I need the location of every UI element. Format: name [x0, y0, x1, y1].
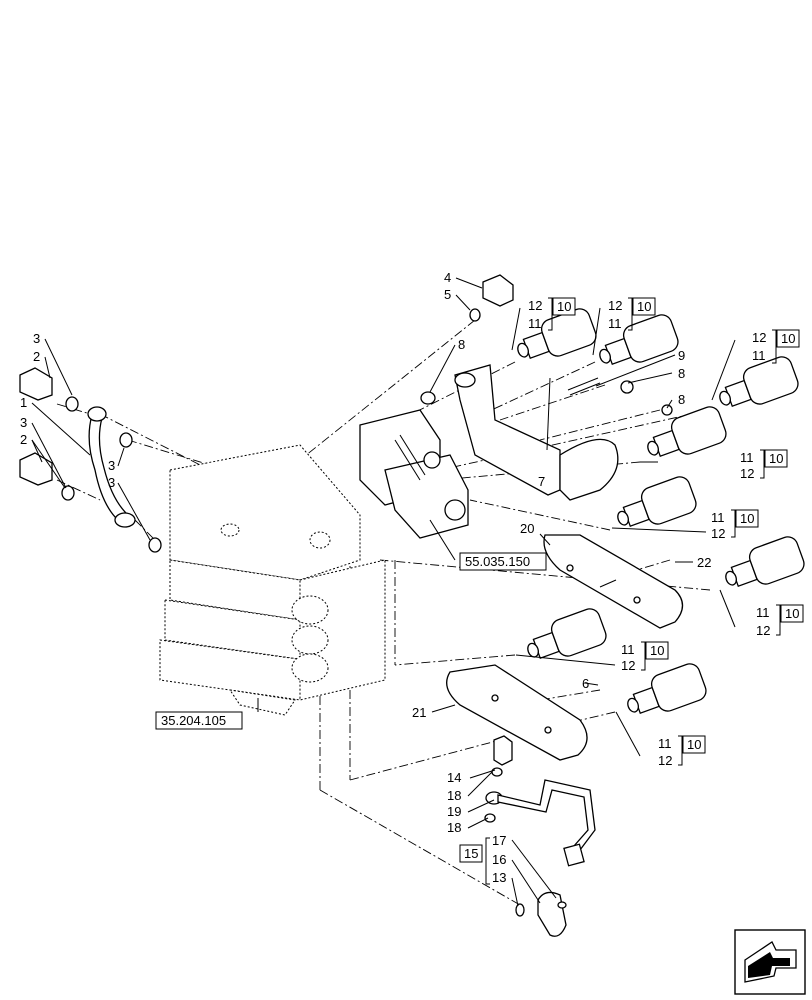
pipe-part-19: [484, 735, 596, 937]
callout-11: 11: [711, 510, 725, 525]
callout-8: 8: [678, 366, 685, 381]
callouts: 3 2 1 3 2 3 3 4 5 8 9 8 8 7 12 11 10 12 …: [20, 270, 799, 885]
reference-boxes: [155, 297, 804, 863]
callout-17: 17: [492, 833, 506, 848]
plug-part-4: [469, 274, 514, 322]
callout-9: 9: [678, 348, 685, 363]
callout-1: 1: [20, 395, 27, 410]
callout-12: 12: [621, 658, 635, 673]
callout-11: 11: [608, 316, 622, 331]
callout-2: 2: [20, 432, 27, 447]
pipe-part-1: [87, 406, 136, 528]
callout-5: 5: [444, 287, 451, 302]
callout-15: 15: [464, 846, 478, 861]
callout-10: 10: [650, 643, 664, 658]
callout-3: 3: [108, 458, 115, 473]
callout-19: 19: [447, 804, 461, 819]
callout-12: 12: [608, 298, 622, 313]
callout-12: 12: [740, 466, 754, 481]
callout-3: 3: [20, 415, 27, 430]
reference-55-035-150: 55.035.150: [465, 554, 530, 569]
cartridge-valves: [517, 308, 805, 715]
callout-10: 10: [687, 737, 701, 752]
reference-35-204-105: 35.204.105: [161, 713, 226, 728]
plugs-part-8: [420, 377, 673, 588]
callout-20: 20: [520, 521, 534, 536]
callout-18: 18: [447, 788, 461, 803]
callout-10: 10: [781, 331, 795, 346]
callout-11: 11: [740, 450, 754, 465]
callout-10: 10: [785, 606, 799, 621]
callout-4: 4: [444, 270, 451, 285]
plate-part-21: [446, 664, 588, 761]
callout-8: 8: [458, 337, 465, 352]
callout-6: 6: [582, 676, 589, 691]
callout-3: 3: [33, 331, 40, 346]
callout-18: 18: [447, 820, 461, 835]
callout-10: 10: [740, 511, 754, 526]
callout-12: 12: [658, 753, 672, 768]
bracket-part-7: [454, 364, 619, 501]
callout-12: 12: [528, 298, 542, 313]
callout-8: 8: [678, 392, 685, 407]
callout-16: 16: [492, 852, 506, 867]
callout-12: 12: [752, 330, 766, 345]
callout-11: 11: [528, 316, 542, 331]
callout-10: 10: [557, 299, 571, 314]
callout-12: 12: [756, 623, 770, 638]
callout-22: 22: [697, 555, 711, 570]
callout-12: 12: [711, 526, 725, 541]
next-page-arrow-icon[interactable]: [734, 929, 806, 995]
callout-2: 2: [33, 349, 40, 364]
leader-lines: [31, 277, 736, 907]
callout-11: 11: [752, 348, 766, 363]
callout-11: 11: [756, 605, 770, 620]
solenoid-block: [359, 409, 469, 539]
callout-3: 3: [108, 475, 115, 490]
plugs-and-seals: [19, 367, 162, 553]
callout-13: 13: [492, 870, 506, 885]
callout-7: 7: [538, 474, 545, 489]
callout-10: 10: [637, 299, 651, 314]
callout-21: 21: [412, 705, 426, 720]
valve-block: [159, 444, 386, 716]
callout-11: 11: [658, 736, 672, 751]
callout-14: 14: [447, 770, 461, 785]
callout-11: 11: [621, 642, 635, 657]
callout-10: 10: [769, 451, 783, 466]
group-brackets: [485, 297, 781, 885]
